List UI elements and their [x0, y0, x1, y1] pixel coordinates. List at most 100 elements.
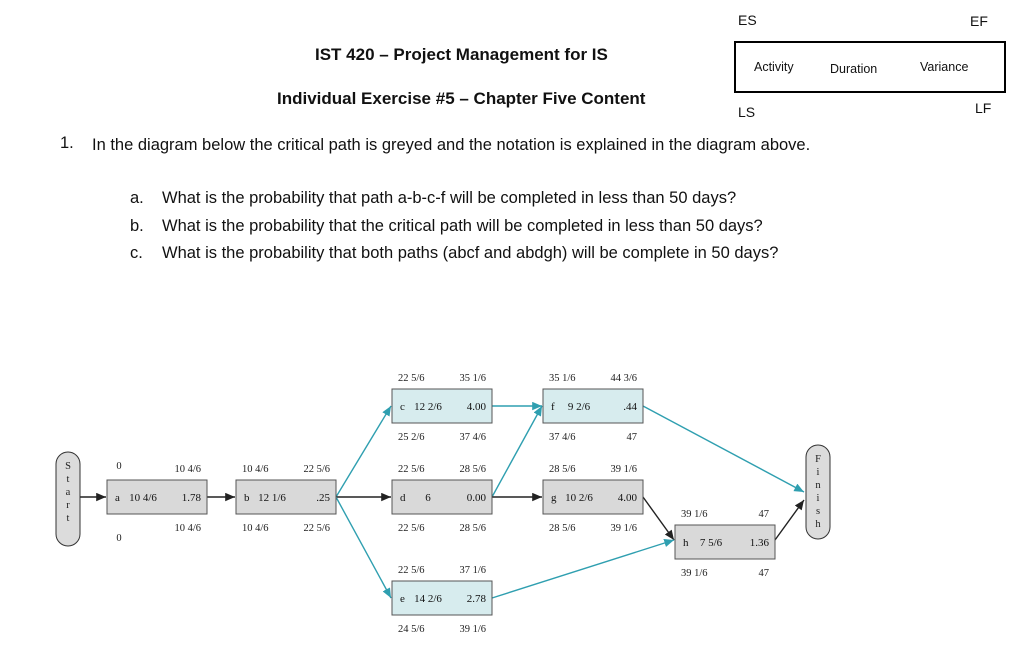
activity-ls: 39 1/6	[681, 568, 708, 579]
activity-es: 39 1/6	[681, 509, 708, 520]
activity-duration: 6	[425, 492, 431, 504]
legend-box: Activity Duration Variance	[734, 41, 1006, 93]
activity-es: 10 4/6	[242, 464, 269, 475]
arrow-b-c	[335, 405, 392, 498]
activity-duration: 10 2/6	[565, 492, 593, 504]
activity-ef: 28 5/6	[459, 464, 486, 475]
item-letter: b.	[130, 217, 144, 235]
legend-lf-label: LF	[975, 100, 992, 116]
activity-box	[391, 388, 493, 424]
activity-variance: .25	[316, 492, 330, 504]
activity-name: b	[244, 492, 250, 504]
legend-activity-label: Activity	[754, 60, 794, 74]
activity-ls: 22 5/6	[398, 523, 425, 534]
activity-name: g	[551, 492, 557, 504]
question-text: In the diagram below the critical path i…	[92, 136, 811, 154]
activity-es: 22 5/6	[398, 464, 425, 475]
activity-box	[106, 479, 208, 515]
start-ls: 0	[116, 533, 121, 544]
activity-duration: 9 2/6	[568, 401, 591, 413]
activity-name: d	[400, 492, 406, 504]
activity-variance: 4.00	[467, 401, 487, 413]
activity-ef: 37 1/6	[459, 565, 486, 576]
activity-duration: 12 1/6	[258, 492, 286, 504]
arrow-f-finish	[642, 405, 805, 493]
arrow-h-finish	[774, 499, 805, 541]
item-text: What is the probability that path a-b-c-…	[162, 189, 737, 207]
start-es: 0	[116, 461, 121, 472]
activity-ls: 28 5/6	[549, 523, 576, 534]
activity-es: 35 1/6	[549, 373, 576, 384]
activity-lf: 28 5/6	[459, 523, 486, 534]
item-letter: a.	[130, 189, 144, 207]
activity-ef: 22 5/6	[303, 464, 330, 475]
legend-es-label: ES	[738, 12, 757, 28]
activity-ef: 39 1/6	[610, 464, 637, 475]
activity-es: 22 5/6	[398, 565, 425, 576]
finish-node-letter: s	[816, 506, 820, 517]
activity-ef: 47	[759, 509, 770, 520]
legend-variance-label: Variance	[920, 60, 969, 74]
activity-h: h 7 5/6 1.36 39 1/6 47 39 1/6 47	[674, 509, 776, 579]
activity-ef: 44 3/6	[610, 373, 637, 384]
activity-lf: 10 4/6	[174, 523, 201, 534]
finish-node-letter: n	[815, 480, 821, 491]
activity-f: f 9 2/6 .44 35 1/6 44 3/6 37 4/6 47	[542, 373, 644, 443]
activity-ls: 10 4/6	[242, 523, 269, 534]
start-node-letter: r	[66, 500, 70, 511]
activity-variance: 2.78	[467, 593, 487, 605]
activity-box	[391, 580, 493, 616]
activity-variance: 4.00	[618, 492, 638, 504]
activity-lf: 37 4/6	[459, 432, 486, 443]
activity-duration: 7 5/6	[700, 537, 723, 549]
activity-box	[391, 479, 493, 515]
activity-name: a	[115, 492, 120, 504]
activity-name: h	[683, 537, 689, 549]
arrow-d-f	[491, 405, 543, 498]
activity-box	[542, 479, 644, 515]
arrow-b-e	[335, 496, 392, 599]
activity-variance: .44	[623, 401, 637, 413]
activity-lf: 39 1/6	[610, 523, 637, 534]
start-node-letter: t	[67, 513, 70, 524]
item-text: What is the probability that both paths …	[162, 244, 779, 262]
arrow-g-h	[642, 496, 675, 541]
activity-es: 22 5/6	[398, 373, 425, 384]
activity-lf: 39 1/6	[459, 624, 486, 635]
arrow-e-h	[491, 538, 675, 599]
activity-c: c 12 2/6 4.00 22 5/6 35 1/6 25 2/6 37 4/6	[391, 373, 493, 443]
legend-ef-label: EF	[970, 13, 988, 29]
activity-duration: 12 2/6	[414, 401, 442, 413]
activity-ls: 37 4/6	[549, 432, 576, 443]
question-number: 1.	[60, 134, 74, 152]
legend-duration-label: Duration	[830, 62, 878, 76]
document-title: IST 420 – Project Management for IS	[315, 45, 608, 64]
activity-box	[235, 479, 337, 515]
start-node-letter: S	[65, 461, 71, 472]
activity-ls: 25 2/6	[398, 432, 425, 443]
activity-name: c	[400, 401, 405, 413]
activity-variance: 1.36	[750, 537, 770, 549]
activity-duration: 14 2/6	[414, 593, 442, 605]
activity-lf: 47	[759, 568, 770, 579]
activity-name: e	[400, 593, 405, 605]
activity-ef: 35 1/6	[459, 373, 486, 384]
item-letter: c.	[130, 244, 143, 262]
finish-node-letter: i	[817, 493, 820, 504]
activity-name: f	[551, 401, 555, 413]
start-node-letter: a	[66, 487, 71, 498]
activity-duration: 10 4/6	[129, 492, 157, 504]
activity-lf: 47	[627, 432, 638, 443]
finish-node	[805, 444, 831, 540]
finish-node-letter: h	[815, 519, 821, 530]
finish-node-letter: i	[817, 467, 820, 478]
finish-node-letter: F	[815, 454, 821, 465]
activity-box	[542, 388, 644, 424]
activity-variance: 1.78	[182, 492, 202, 504]
document-subtitle: Individual Exercise #5 – Chapter Five Co…	[277, 89, 646, 108]
